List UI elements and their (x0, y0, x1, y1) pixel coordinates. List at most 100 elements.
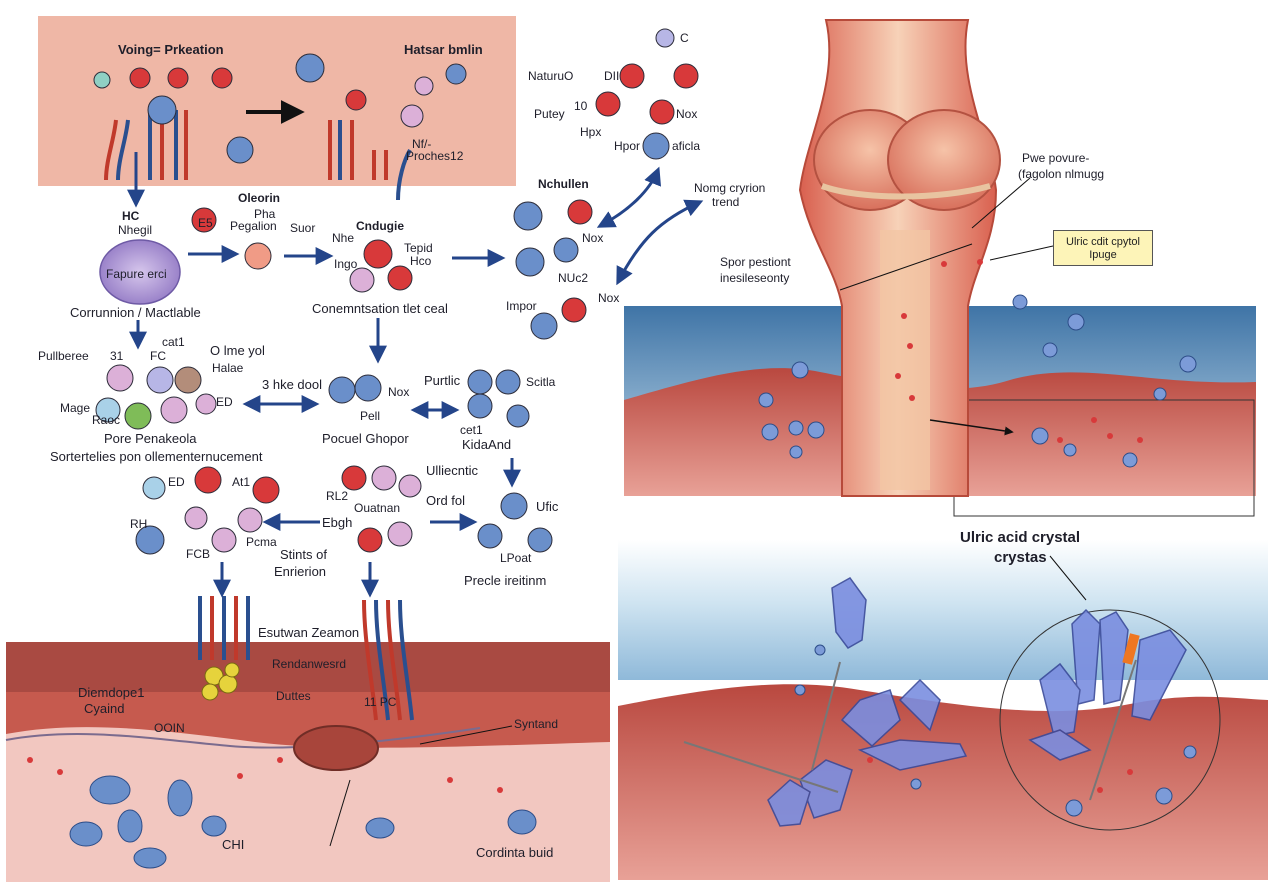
label-nhe: Nhe (332, 231, 355, 245)
label-trend: trend (712, 195, 740, 209)
label-pcma: Pcma (246, 535, 277, 549)
tissue-top-band (6, 642, 610, 692)
crystals-right (1028, 608, 1187, 761)
spor-pointer (839, 243, 973, 291)
label-fcb: FCB (186, 547, 210, 561)
label-aficla: aficla (672, 139, 701, 153)
label-mage: Mage (60, 401, 91, 415)
crystal-title-pointer (1049, 555, 1087, 601)
label-cet1: cet1 (460, 423, 483, 437)
label-cordinta: Cordinta buid (476, 845, 554, 860)
crystal-magnifier-circle (999, 609, 1221, 831)
label-ed2: ED (168, 475, 185, 489)
label-putelic: Purtlic (424, 373, 461, 388)
label-three-hike: 3 hke dool (262, 377, 322, 392)
note-line2: Proches12 (406, 149, 464, 163)
joint-pointer (929, 419, 1014, 436)
cell-inner-label: Fapure erci (106, 267, 167, 281)
label-naturo: NaturuO (528, 69, 574, 83)
label-nox-a: Nox (676, 107, 698, 121)
label-ingo: Ingo (334, 257, 358, 271)
pwe-pointer (971, 177, 1031, 229)
label-rh: RH (130, 517, 148, 531)
needle-tip-orange (1122, 633, 1140, 665)
label-oleorin: Oleorin (238, 191, 281, 205)
label-chi: CHI (222, 837, 245, 852)
label-nox-b: Nox (582, 231, 604, 245)
marrow (880, 230, 930, 490)
caption-left: Corrunnion / Mactlable (70, 305, 201, 320)
tissue-lower-layer (6, 727, 610, 882)
label-hpor: Hpor (614, 139, 641, 153)
label-o-line: O lme yol (210, 343, 265, 358)
crystal-title-line1: Ulric acid crystal (960, 529, 1081, 546)
label-rado: Raoc (92, 413, 121, 427)
label-duttes: Duttes (276, 689, 311, 703)
red-speckles (27, 259, 1143, 793)
label-dii: DII (604, 69, 620, 83)
urate-cluster-yellow (201, 662, 240, 701)
label-hc: HC (122, 209, 140, 223)
cartilage (820, 183, 991, 200)
label-halae: Halae (212, 361, 244, 375)
label-nox-d: Nox (388, 385, 410, 399)
crystal-title-line2: crystas (994, 549, 1047, 566)
vessel-cross-section (293, 725, 379, 771)
top-right-title: Hatsar bmlin (404, 42, 483, 57)
label-impor: Impor (506, 299, 537, 313)
label-nox-c: Nox (598, 291, 620, 305)
label-prede: Precle ireitinm (464, 573, 547, 588)
label-rl2: RL2 (326, 489, 349, 503)
caption-mid: Conemntsation tlet ceal (312, 301, 448, 316)
label-pha: Pha (254, 207, 276, 221)
callout-pointer (989, 245, 1054, 261)
label-ten: 10 (574, 99, 588, 113)
label-suor: Suor (290, 221, 316, 235)
label-nhegil: Nhegil (118, 223, 153, 237)
label-cyaind: Cyaind (84, 701, 125, 716)
top-left-panel (38, 16, 516, 186)
needle-mid (811, 661, 841, 771)
label-kida: KidaAnd (462, 437, 512, 452)
label-cat1: cat1 (162, 335, 185, 349)
label-ooin: OOIN (154, 721, 185, 735)
label-rendemeni: Rendanwesrd (272, 657, 347, 671)
label-fc: FC (150, 349, 166, 363)
label-b1: 31 (110, 349, 124, 363)
label-ord-fel: Ord fol (426, 493, 466, 508)
label-scitla: Scitla (526, 375, 556, 389)
label-nchullen: Nchullen (538, 177, 589, 191)
note-line1: Nf/- (412, 137, 432, 151)
label-cndugie: Cndugie (356, 219, 404, 233)
label-fagolon: (fagolon nlmugg (1018, 167, 1105, 181)
label-emeridon: Enrierion (274, 564, 327, 579)
strands-top-left (104, 110, 412, 201)
crystal-panel-tissue (618, 684, 1268, 880)
tissue-membrane (5, 727, 481, 749)
label-pullberee: Pullberee (38, 349, 89, 363)
macrophage-cell (99, 239, 181, 305)
label-diemdope: Diemdope1 (78, 685, 145, 700)
label-e5: E5 (198, 216, 213, 230)
callout-line2: Ipuge (1089, 249, 1117, 262)
label-pell: Pell (360, 409, 381, 423)
label-ufic: Ufic (536, 499, 559, 514)
label-sortertelies: Sortertelies pon ollementernucement (50, 449, 263, 464)
label-uliec: Ulliecntic (426, 463, 479, 478)
label-at1: At1 (232, 475, 251, 489)
label-pore: Pore Penakeola (104, 431, 197, 446)
needle-right (1089, 659, 1137, 801)
flow-arrows (127, 152, 704, 598)
label-pwe: Pwe povure- (1022, 151, 1090, 165)
molecules (93, 28, 699, 555)
label-esutwan: Esutwan Zeamon (258, 625, 360, 640)
label-lpoat: LPoat (500, 551, 532, 565)
femoral-condyle-right (887, 109, 1001, 211)
callout-line1: Ulric cdit cpytol (1066, 236, 1140, 248)
label-proculel: Pocuel Ghopor (322, 431, 409, 446)
cordinta-pointer (329, 779, 351, 847)
top-left-title: Voing= Prkeation (118, 42, 224, 57)
syntand-pointer (419, 725, 513, 745)
label-hco: Hco (410, 254, 432, 268)
strands-tissue (198, 596, 414, 721)
